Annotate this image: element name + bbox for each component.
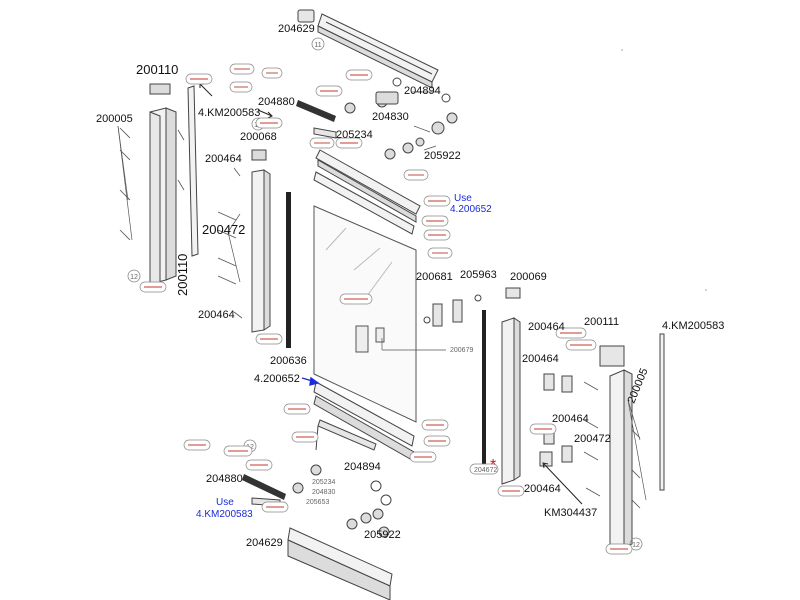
label-4-200652: 4.200652: [254, 373, 300, 385]
label-205922-top: 205922: [424, 150, 461, 162]
label-204880-top: 204880: [258, 96, 295, 108]
panel-bottom-rails: [313, 381, 415, 461]
label-200110-side: 200110: [175, 254, 190, 296]
callout-lines: [117, 91, 647, 501]
label-4km200583-top: 4.KM200583: [198, 107, 260, 119]
right-wall-jamb: [599, 345, 633, 553]
stray-dots: [621, 49, 707, 291]
top-header-rail: [317, 13, 439, 89]
right-hinge-parts: [539, 373, 573, 467]
label-200069: 200069: [510, 271, 547, 283]
asterisk-marker: *: [490, 457, 496, 474]
obsolete-tag-strikes: [144, 68, 628, 550]
note-use-top-part: 4.200652: [450, 204, 492, 215]
label-200464-a: 200464: [205, 153, 242, 165]
label-205922-bottom: 205922: [364, 529, 401, 541]
glass-panel: [313, 205, 417, 423]
arrow-4km200583-top: [199, 83, 273, 119]
label-204672: 204672: [474, 467, 497, 474]
label-204880-bottom: 204880: [206, 473, 243, 485]
label-204830-bottom: 204830: [312, 489, 335, 496]
num-12-a: 12: [130, 274, 138, 281]
end-cap-204629-top: [297, 9, 315, 23]
num-11: 11: [314, 42, 321, 49]
right-screws: [583, 381, 641, 509]
label-200464-d: 200464: [522, 353, 559, 365]
label-200679: 200679: [450, 347, 473, 354]
strike-jamb-screws: [217, 167, 243, 319]
label-4km200583-right: 4.KM200583: [662, 320, 724, 332]
label-200464-f: 200464: [524, 483, 561, 495]
right-strike-jamb: [501, 317, 521, 485]
label-204629-top: 204629: [278, 23, 315, 35]
label-205653-bottom: 205653: [306, 499, 329, 506]
label-200681: 200681: [416, 271, 453, 283]
bottom-bracket: [315, 419, 377, 451]
label-200636: 200636: [270, 355, 307, 367]
label-200472-right: 200472: [574, 433, 611, 445]
note-use-bottom-part: 4.KM200583: [196, 509, 253, 520]
note-use-bottom: Use: [216, 497, 234, 508]
guide-bar-204880-top: [296, 100, 337, 139]
label-200068: 200068: [240, 131, 277, 143]
left-wall-jamb: [149, 107, 177, 289]
label-200472-left: 200472: [202, 222, 245, 237]
arrow-4-200652: [301, 376, 320, 386]
panel-top-rails: [313, 149, 421, 235]
label-200110-top: 200110: [136, 62, 178, 77]
label-205234-top: 205234: [336, 129, 373, 141]
label-205963: 205963: [460, 269, 497, 281]
label-204830-top: 204830: [372, 111, 409, 123]
label-204894-top: 204894: [404, 85, 441, 97]
bottom-header-rail: [287, 527, 393, 600]
handle-parts: [423, 287, 521, 327]
label-205234-bottom: 205234: [312, 479, 335, 486]
num-12-d: 12: [632, 542, 640, 549]
label-km304437: KM304437: [544, 507, 597, 519]
right-seal-strip: [482, 310, 486, 470]
label-200111: 200111: [584, 316, 619, 328]
right-insert-strip: [659, 333, 665, 491]
insert-strip-200110: [149, 83, 199, 257]
label-200005-left: 200005: [96, 113, 133, 125]
top-roller-assembly: [344, 77, 458, 160]
label-204629-bottom: 204629: [246, 537, 283, 549]
strike-jamb-200472: [251, 149, 271, 333]
note-use-top: Use: [454, 193, 472, 204]
bottom-roller-assembly: [292, 464, 392, 538]
arrow-km304437: [542, 462, 583, 505]
label-204894-bottom: 204894: [344, 461, 381, 473]
guide-bar-204880-bottom: [242, 474, 286, 507]
label-200464-e: 200464: [552, 413, 589, 425]
vertical-seal-200636: [286, 192, 291, 348]
label-200464-b: 200464: [198, 309, 235, 321]
label-200464-c: 200464: [528, 321, 565, 333]
